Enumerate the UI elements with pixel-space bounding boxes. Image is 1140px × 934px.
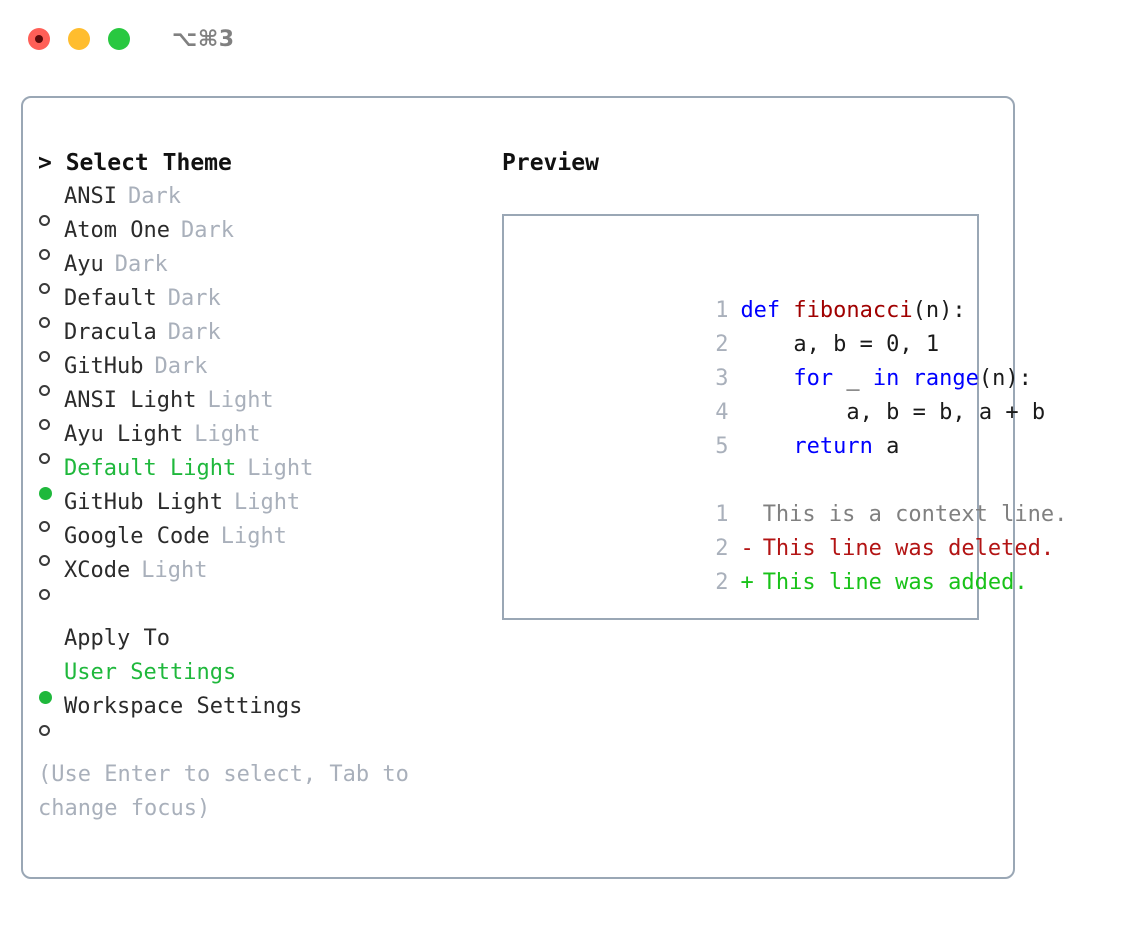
theme-name: GitHub	[64, 354, 144, 379]
theme-name: GitHub Light	[64, 490, 223, 515]
theme-name: Atom One	[64, 218, 170, 243]
code-token-plain	[740, 434, 793, 459]
theme-name: Default Light	[64, 456, 237, 481]
diff-text: This line was added.	[762, 570, 1028, 595]
apply-to-list[interactable]: User Settings Workspace Settings	[38, 656, 498, 736]
diff-line-number: 1	[715, 502, 729, 527]
diff-line-number: 2	[715, 536, 729, 561]
theme-name: ANSI Light	[64, 388, 197, 413]
code-token-plain: (n):	[978, 366, 1032, 391]
apply-to-option-workspace-settings[interactable]: Workspace Settings	[38, 690, 498, 736]
theme-mode-tag: Light	[233, 490, 301, 515]
keyboard-shortcut-label: ⌥⌘3	[172, 26, 235, 52]
theme-name: Dracula	[64, 320, 157, 345]
theme-mode-tag: Dark	[180, 218, 234, 243]
theme-list-item[interactable]: Google Code Light	[38, 520, 498, 566]
keyboard-hint-text: (Use Enter to select, Tab to change focu…	[38, 762, 423, 821]
list-spacer	[38, 588, 498, 622]
theme-name: Default	[64, 286, 157, 311]
code-token-function: fibonacci	[793, 298, 913, 323]
theme-mode-tag: Light	[207, 388, 274, 413]
theme-mode-tag: Dark	[154, 354, 208, 379]
select-theme-heading: > Select Theme	[38, 150, 232, 176]
diff-line-context: 1 This is a context line.	[517, 464, 1067, 527]
code-token-plain: a, b = 0, 1	[740, 332, 940, 357]
code-token-keyword: return	[793, 434, 873, 459]
window-controls	[28, 28, 130, 50]
code-line: 4 a, b = b, a + b	[517, 362, 1045, 425]
theme-list[interactable]: ANSI Dark Atom One Dark Ayu Dark	[38, 180, 498, 600]
theme-mode-tag: Dark	[127, 184, 181, 209]
theme-list-item[interactable]: Ayu Light Light	[38, 418, 498, 464]
theme-mode-tag: Dark	[167, 320, 221, 345]
record-dot-icon	[35, 35, 43, 43]
diff-line-addition: 2 + This line was added.	[517, 532, 1027, 595]
apply-to-heading: Apply To	[64, 626, 170, 651]
code-token-keyword: range	[912, 366, 979, 391]
theme-name: Google Code	[64, 524, 210, 549]
theme-list-item[interactable]: Dracula Dark	[38, 316, 498, 362]
code-line: 3 for _ in range(n):	[517, 328, 1032, 391]
code-token-plain	[740, 366, 793, 391]
close-button[interactable]	[28, 28, 50, 50]
code-line: 5 return a	[517, 396, 967, 459]
title-bar: ⌥⌘3	[0, 0, 1140, 78]
panel-columns: > Select Theme ANSI Dark Atom One Dark	[23, 98, 1067, 877]
apply-to-label: User Settings	[64, 660, 237, 685]
code-line: 2 a, b = 0, 1	[517, 294, 967, 357]
theme-mode-tag: Dark	[114, 252, 168, 277]
line-number: 5	[715, 434, 729, 459]
minimize-button[interactable]	[68, 28, 90, 50]
diff-marker	[740, 502, 753, 527]
code-token-plain: (n):	[912, 298, 966, 323]
line-number: 3	[715, 366, 729, 391]
theme-list-item-selected[interactable]: Default Light Light	[38, 452, 498, 500]
theme-list-item[interactable]: Ayu Dark	[38, 248, 498, 294]
theme-name: Ayu Light	[64, 422, 184, 447]
main-panel: > Select Theme ANSI Dark Atom One Dark	[21, 96, 1067, 879]
theme-list-item[interactable]: ANSI Dark	[38, 180, 498, 226]
diff-text: This is a context line.	[762, 502, 1068, 527]
line-number: 2	[715, 332, 729, 357]
code-token-keyword: in	[872, 366, 900, 391]
theme-list-item[interactable]: Atom One Dark	[38, 214, 498, 260]
theme-mode-tag: Light	[247, 456, 314, 481]
code-token-plain: a	[872, 434, 900, 459]
preview-heading: Preview	[502, 150, 599, 176]
diff-marker: +	[740, 570, 754, 595]
line-number: 1	[715, 298, 729, 323]
diff-line-number: 2	[715, 570, 729, 595]
theme-mode-tag: Light	[141, 558, 208, 583]
theme-list-item[interactable]: XCode Light	[38, 554, 498, 600]
theme-list-item[interactable]: GitHub Dark	[38, 350, 498, 396]
code-token-plain: a, b = b, a + b	[740, 400, 1046, 425]
diff-text: This line was deleted.	[762, 536, 1055, 561]
theme-name: XCode	[64, 558, 131, 583]
code-token-plain: _	[833, 366, 873, 391]
code-token-keyword: def	[740, 298, 794, 323]
theme-mode-tag: Dark	[167, 286, 221, 311]
code-line: 1 def fibonacci(n):	[517, 260, 967, 323]
apply-to-label: Workspace Settings	[64, 694, 303, 719]
line-number: 4	[715, 400, 729, 425]
code-token-keyword: for	[793, 366, 834, 391]
theme-list-item[interactable]: ANSI Light Light	[38, 384, 498, 430]
theme-mode-tag: Light	[194, 422, 261, 447]
maximize-button[interactable]	[108, 28, 130, 50]
theme-selector-column: > Select Theme ANSI Dark Atom One Dark	[38, 146, 498, 826]
theme-list-item[interactable]: Default Dark	[38, 282, 498, 328]
code-token-plain	[899, 366, 912, 391]
theme-name: Ayu	[64, 252, 104, 277]
theme-mode-tag: Light	[220, 524, 287, 549]
theme-list-item[interactable]: GitHub Light Light	[38, 486, 498, 532]
theme-name: ANSI	[64, 184, 117, 209]
apply-to-option-user-settings[interactable]: User Settings	[38, 656, 498, 704]
diff-line-deletion: 2-This line was deleted.	[517, 498, 1054, 561]
diff-marker: -	[740, 536, 754, 561]
